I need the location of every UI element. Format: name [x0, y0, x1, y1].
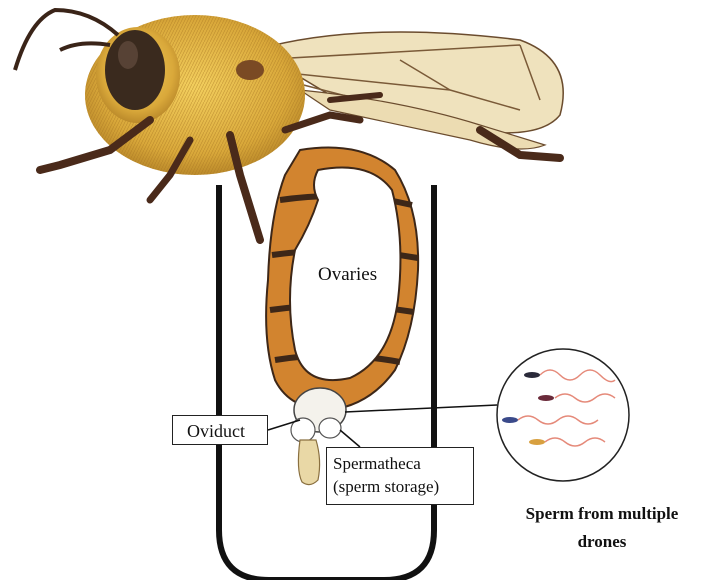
oviduct-label: Oviduct	[172, 415, 268, 445]
eye-icon	[105, 30, 165, 110]
spermatheca-label-box: Spermatheca (sperm storage)	[326, 447, 474, 505]
sperm-caption-line2: drones	[497, 528, 707, 556]
spermatheca-note: (sperm storage)	[333, 475, 467, 498]
sperm-caption-line1: Sperm from multiple	[497, 500, 707, 528]
abdomen-icon	[266, 148, 418, 485]
sperm-caption: Sperm from multiple drones	[497, 500, 707, 556]
magnify-pointer-line	[345, 405, 497, 412]
spermatheca-label: Spermatheca	[333, 452, 467, 475]
ovaries-label: Ovaries	[318, 264, 377, 286]
spermatheca-pointer-line	[340, 430, 360, 447]
sperm-magnification-icon	[497, 349, 629, 481]
